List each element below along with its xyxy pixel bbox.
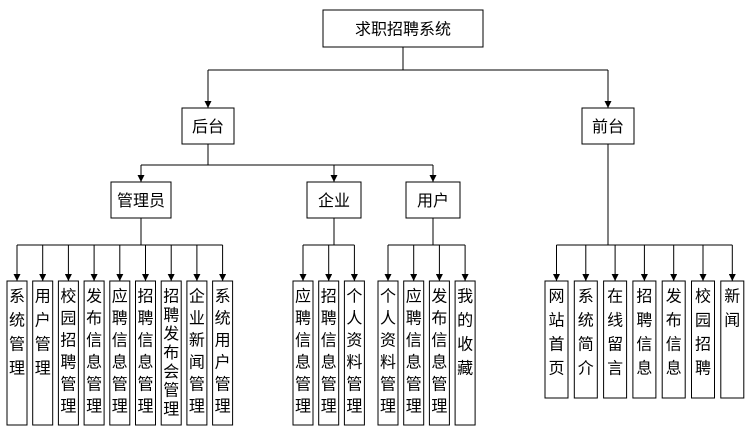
front-leaf-node-label: 招聘信息: [636, 286, 652, 377]
group-node-0: 管理员: [110, 181, 172, 219]
leaf-node-box: [109, 280, 131, 426]
leaf-node-label: 招聘信息管理: [321, 286, 337, 415]
group-node-2: 用户: [405, 181, 461, 219]
branch-front-box: [581, 107, 635, 145]
front-leaf-node: 新闻: [720, 280, 745, 399]
leaf-node: 企业新闻管理: [186, 280, 208, 426]
front-leaf-node: 系统简介: [573, 280, 598, 399]
leaf-node: 校园招聘管理: [57, 280, 79, 426]
leaf-node: 招聘发布会管理: [160, 280, 182, 426]
front-leaf-node-label: 校园招聘: [695, 286, 711, 377]
front-leaf-node-box: [720, 280, 745, 399]
root-node-label: 求职招聘系统: [355, 20, 451, 39]
leaf-node: 发布信息管理: [428, 280, 450, 426]
leaf-node-box: [454, 280, 476, 426]
branch-back-label: 后台: [192, 117, 224, 136]
group-node-2-label: 用户: [417, 191, 449, 210]
front-leaf-node-box: [632, 280, 657, 399]
leaf-node-box: [403, 280, 425, 426]
leaf-node: 系统管理: [6, 280, 28, 426]
leaf-node-box: [32, 280, 54, 426]
leaf-node: 我的收藏: [454, 280, 476, 426]
group-node-0-box: [110, 181, 172, 219]
leaf-node: 个人资料管理: [343, 280, 365, 426]
root-node-box: [322, 9, 484, 48]
leaf-node-label: 个人资料管理: [380, 286, 396, 415]
leaf-node-label: 应聘信息管理: [295, 286, 311, 415]
leaf-node-label: 企业新闻管理: [189, 286, 205, 415]
leaf-node-box: [377, 280, 399, 426]
group-node-1-label: 企业: [318, 191, 350, 210]
leaf-node-label: 系统管理: [9, 286, 25, 377]
front-leaf-node-label: 发布信息: [666, 286, 682, 377]
leaf-node-box: [6, 280, 28, 426]
front-leaf-node-label: 网站首页: [548, 286, 564, 377]
leaf-node-box: [186, 280, 208, 426]
leaf-node-label: 发布信息管理: [86, 286, 102, 415]
front-leaf-node: 校园招聘: [691, 280, 715, 399]
root-node: 求职招聘系统: [322, 9, 484, 48]
leaf-node-box: [292, 280, 314, 426]
front-leaf-node-box: [691, 280, 715, 399]
front-leaf-node: 发布信息: [661, 280, 686, 399]
front-leaf-node-label: 系统简介: [578, 286, 594, 377]
leaf-node-box: [57, 280, 79, 426]
group-node-0-label: 管理员: [117, 191, 165, 210]
front-leaf-node-box: [603, 280, 628, 399]
front-leaf-node: 招聘信息: [632, 280, 657, 399]
leaf-node: 系统用户管理: [212, 280, 234, 426]
front-leaf-node-box: [661, 280, 686, 399]
leaf-node-label: 发布信息管理: [431, 286, 447, 415]
branch-back: 后台: [181, 107, 235, 145]
front-leaf-node: 网站首页: [544, 280, 569, 399]
leaf-node: 发布信息管理: [83, 280, 105, 426]
front-leaf-node-box: [573, 280, 598, 399]
leaf-node-label: 系统用户管理: [215, 286, 231, 415]
leaf-node-box: [428, 280, 450, 426]
front-leaf-node-label: 新闻: [724, 286, 740, 329]
leaf-node-box: [160, 280, 182, 426]
leaf-node-label: 我的收藏: [457, 286, 473, 377]
chart-nodes: 求职招聘系统后台前台管理员系统管理用户管理校园招聘管理发布信息管理应聘信息管理招…: [6, 9, 745, 426]
leaf-node: 招聘信息管理: [135, 280, 156, 426]
leaf-node-label: 校园招聘管理: [60, 286, 76, 415]
leaf-node-label: 招聘信息管理: [137, 286, 153, 415]
branch-front: 前台: [581, 107, 635, 145]
leaf-node: 个人资料管理: [377, 280, 399, 426]
group-node-1: 企业: [306, 181, 362, 219]
leaf-node-box: [83, 280, 105, 426]
front-leaf-node-box: [544, 280, 569, 399]
leaf-node: 用户管理: [32, 280, 54, 426]
branch-front-label: 前台: [592, 117, 624, 136]
leaf-node-label: 个人资料管理: [346, 286, 362, 415]
leaf-node-box: [212, 280, 234, 426]
leaf-node-label: 应聘信息管理: [406, 286, 422, 415]
group-node-1-box: [306, 181, 362, 219]
leaf-node: 应聘信息管理: [109, 280, 131, 426]
branch-back-box: [181, 107, 235, 145]
leaf-node-label: 应聘信息管理: [112, 286, 128, 415]
leaf-node: 应聘信息管理: [403, 280, 425, 426]
leaf-node-label: 招聘发布会管理: [163, 286, 179, 418]
leaf-node-box: [135, 280, 156, 426]
leaf-node: 招聘信息管理: [318, 280, 340, 426]
front-leaf-node-label: 在线留言: [607, 286, 623, 377]
front-leaf-node: 在线留言: [603, 280, 628, 399]
leaf-node-label: 用户管理: [35, 286, 51, 377]
connector-lines: [13, 47, 736, 281]
group-node-2-box: [405, 181, 461, 219]
leaf-node-box: [318, 280, 340, 426]
leaf-node: 应聘信息管理: [292, 280, 314, 426]
leaf-node-box: [343, 280, 365, 426]
